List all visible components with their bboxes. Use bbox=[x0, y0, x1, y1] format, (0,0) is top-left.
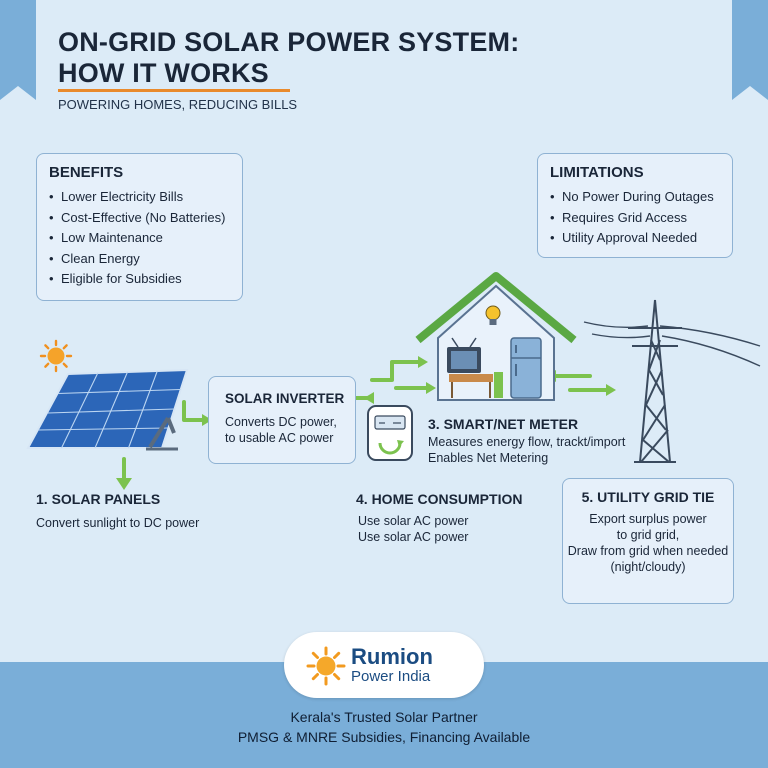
list-item: Cost-Effective (No Batteries) bbox=[49, 208, 230, 229]
brand-subtitle: Power India bbox=[351, 668, 431, 685]
benefits-title: BENEFITS bbox=[49, 164, 124, 181]
step-meter-desc-line-2: Enables Net Metering bbox=[428, 451, 549, 465]
page-subtitle: POWERING HOMES, REDUCING BILLS bbox=[58, 97, 298, 112]
grid-tie-box: 5. UTILITY GRID TIE Export surplus power… bbox=[562, 478, 734, 604]
step-home-label: 4. HOME CONSUMPTION bbox=[356, 491, 523, 507]
title-line-2: HOW IT WORKS bbox=[58, 58, 269, 88]
grid-tie-label: 5. UTILITY GRID TIE bbox=[581, 489, 715, 505]
list-item: Eligible for Subsidies bbox=[49, 269, 230, 290]
list-item: Lower Electricity Bills bbox=[49, 187, 230, 208]
corner-ribbon-left bbox=[0, 0, 36, 100]
benefits-list: Lower Electricity Bills Cost-Effective (… bbox=[49, 187, 230, 290]
list-item: No Power During Outages bbox=[550, 187, 720, 208]
step-meter-label: 3. SMART/NET METER bbox=[428, 416, 579, 432]
inverter-desc-line-2: to usable AC power bbox=[225, 431, 334, 445]
grid-tie-desc-line-4: (night/cloudy) bbox=[610, 560, 686, 574]
limitations-box: LIMITATIONS No Power During Outages Requ… bbox=[537, 153, 733, 258]
limitations-list: No Power During Outages Requires Grid Ac… bbox=[550, 187, 720, 249]
step-home-desc-line-1: Use solar AC power bbox=[358, 514, 469, 528]
net-meter-icon bbox=[367, 405, 413, 461]
list-item: Clean Energy bbox=[49, 249, 230, 270]
inverter-desc-line-1: Converts DC power, bbox=[225, 415, 337, 429]
grid-tie-desc-line-2: to grid grid, bbox=[616, 528, 680, 542]
footer-line-2: PMSG & MNRE Subsidies, Financing Availab… bbox=[237, 729, 531, 745]
brand-name: Rumion bbox=[351, 644, 433, 669]
power-lines bbox=[583, 321, 761, 367]
step-solar-panels-desc: Convert sunlight to DC power bbox=[36, 516, 200, 530]
list-item: Requires Grid Access bbox=[550, 208, 720, 229]
grid-tie-desc-line-1: Export surplus power bbox=[589, 512, 707, 526]
step-home-desc-line-2: Use solar AC power bbox=[358, 530, 469, 544]
page-title: ON-GRID SOLAR POWER SYSTEM: HOW IT WORKS bbox=[58, 27, 519, 89]
solar-panel-icon bbox=[26, 368, 189, 451]
house-icon bbox=[415, 272, 577, 401]
limitations-title: LIMITATIONS bbox=[550, 164, 644, 181]
title-underline bbox=[58, 89, 290, 92]
corner-ribbon-right bbox=[732, 0, 768, 100]
benefits-box: BENEFITS Lower Electricity Bills Cost-Ef… bbox=[36, 153, 243, 301]
brand-sun-icon bbox=[306, 646, 346, 686]
grid-tie-desc-line-3: Draw from grid when needed bbox=[567, 544, 729, 558]
flow-arrowheads bbox=[116, 356, 616, 490]
list-item: Low Maintenance bbox=[49, 228, 230, 249]
footer-line-1: Kerala's Trusted Solar Partner bbox=[290, 709, 478, 725]
list-item: Utility Approval Needed bbox=[550, 228, 720, 249]
inverter-label: SOLAR INVERTER bbox=[225, 391, 345, 406]
title-line-1: ON-GRID SOLAR POWER SYSTEM: bbox=[58, 27, 520, 57]
sun-icon bbox=[39, 339, 73, 373]
step-solar-panels-label: 1. SOLAR PANELS bbox=[36, 491, 161, 507]
transmission-tower-icon bbox=[628, 299, 682, 463]
step-meter-desc-line-1: Measures energy flow, trackt/import bbox=[428, 435, 626, 449]
brand-logo bbox=[284, 632, 484, 698]
inverter-box: SOLAR INVERTER Converts DC power, to usa… bbox=[208, 376, 356, 464]
